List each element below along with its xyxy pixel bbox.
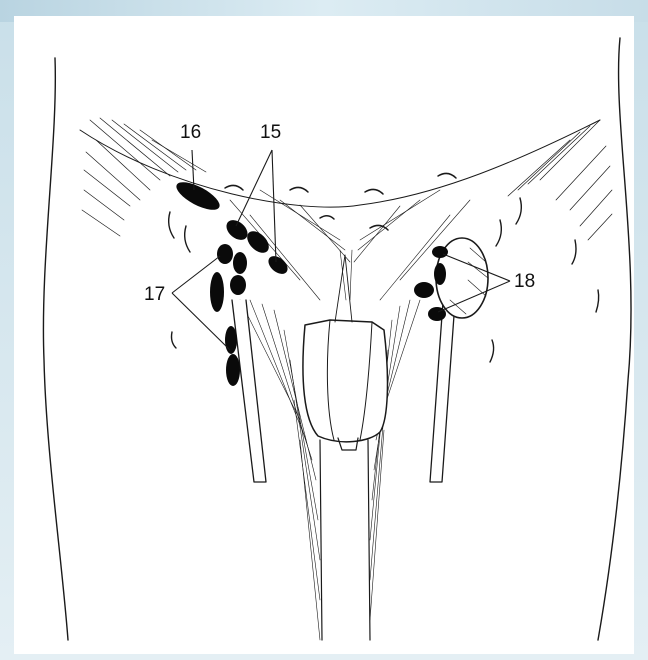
left-body-contour: [43, 58, 68, 640]
node-17d: [210, 272, 224, 312]
abdomen-curve: [80, 120, 600, 207]
node-17c: [230, 275, 246, 295]
leader-15b: [272, 150, 276, 262]
label-15: 15: [260, 122, 281, 143]
node-18a: [432, 246, 448, 258]
label-17: 17: [144, 284, 165, 305]
node-16: [173, 177, 224, 215]
node-18d: [428, 307, 446, 321]
node-18b: [434, 263, 446, 285]
node-17f: [226, 354, 240, 386]
genital-outline: [303, 320, 388, 442]
label-16: 16: [180, 122, 201, 143]
right-inguinal-hatching: [508, 120, 612, 240]
label-18: 18: [514, 271, 535, 292]
right-body-contour: [598, 38, 631, 640]
node-18c: [414, 282, 434, 298]
node-17a: [217, 244, 233, 264]
node-17b: [233, 252, 247, 274]
node-17e: [225, 326, 237, 354]
left-inner-leg: [320, 440, 322, 640]
node-15a: [223, 216, 252, 244]
